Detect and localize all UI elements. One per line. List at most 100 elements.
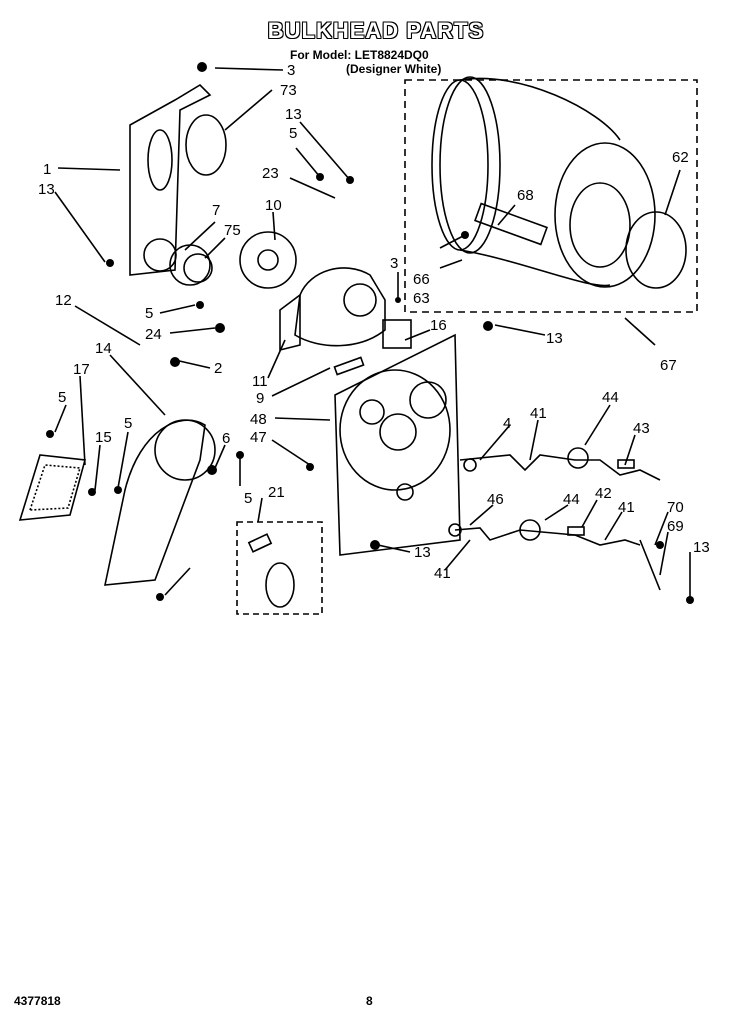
screw-3-b	[395, 297, 401, 303]
drum-group-box	[404, 79, 698, 313]
drum-seal-62	[625, 211, 687, 289]
callout: 10	[265, 197, 282, 214]
part-4	[463, 458, 477, 472]
motor-face	[343, 283, 377, 317]
lint-screen-mesh	[28, 464, 82, 511]
blower-seal-75	[183, 253, 213, 283]
callout: 73	[280, 82, 297, 99]
screw-5-f	[156, 593, 164, 601]
drum-baffle-68	[474, 202, 548, 246]
screw-70	[656, 541, 664, 549]
screw-13-a	[346, 176, 354, 184]
doc-number: 4377818	[14, 994, 61, 1008]
callout: 47	[250, 429, 267, 446]
callout: 66	[413, 271, 430, 288]
callout: 48	[250, 411, 267, 428]
screw-5-b	[196, 301, 204, 309]
screw-3-top	[197, 62, 207, 72]
bulkhead-hole	[143, 238, 177, 272]
part-46	[448, 523, 462, 537]
wire-harness-upper	[459, 454, 661, 481]
callout: 11	[252, 373, 268, 390]
duct-9	[333, 356, 365, 376]
screw-13-b	[106, 259, 114, 267]
callout: 63	[413, 290, 430, 307]
callout: 44	[563, 491, 580, 508]
motor-mount	[279, 293, 301, 352]
kit-strap	[265, 562, 295, 608]
callout: 75	[224, 222, 241, 239]
bulkhead-panel-1	[129, 83, 212, 276]
callout: 70	[667, 499, 684, 516]
callout: 13	[693, 539, 710, 556]
callout: 5	[244, 490, 252, 507]
lint-screen-17	[18, 454, 87, 521]
part-24	[215, 323, 225, 333]
drum-rim-inner	[439, 76, 501, 254]
callout: 4	[503, 415, 511, 432]
callout: 5	[58, 389, 66, 406]
callout: 68	[517, 187, 534, 204]
drum-back	[554, 142, 656, 288]
screw-13-c	[483, 321, 493, 331]
callout: 13	[38, 181, 55, 198]
callout: 13	[285, 106, 302, 123]
callout: 12	[55, 292, 72, 309]
callout: 5	[124, 415, 132, 432]
callout: 43	[633, 420, 650, 437]
drum-opening	[569, 182, 631, 268]
screw-15	[88, 488, 96, 496]
bulkhead-slot	[147, 129, 173, 191]
screw-13-e	[686, 596, 694, 604]
seal-73	[185, 114, 227, 176]
screw-2	[170, 357, 180, 367]
blower-hub	[257, 249, 279, 271]
part-42	[567, 526, 585, 536]
fasteners	[46, 62, 694, 604]
callout: 67	[660, 357, 677, 374]
callout: 62	[672, 149, 689, 166]
sensor-44-upper	[567, 447, 589, 469]
bulkhead-ring	[339, 369, 451, 491]
lint-grille	[154, 419, 216, 481]
bulkhead-grill	[409, 381, 447, 419]
callout: 7	[212, 202, 220, 219]
bracket-69	[639, 539, 661, 591]
callout: 3	[287, 62, 295, 79]
callout: 41	[618, 499, 635, 516]
kit-part	[247, 533, 273, 553]
wire-harness-lower	[454, 527, 641, 546]
callout: 13	[546, 330, 563, 347]
model-line: For Model: LET8824DQ0	[290, 48, 429, 62]
part-47	[306, 463, 314, 471]
blower-wheel-10	[239, 231, 297, 289]
callout: 24	[145, 326, 162, 343]
bulkhead-port	[359, 399, 385, 425]
callout: 23	[262, 165, 279, 182]
page-title: BULKHEAD PARTS	[267, 18, 485, 43]
callout: 14	[95, 340, 112, 357]
callout: 13	[414, 544, 431, 561]
callout: 44	[602, 389, 619, 406]
screw-13-d	[370, 540, 380, 550]
callout: 21	[268, 484, 285, 501]
kit-21-box	[236, 521, 323, 615]
callout: 9	[256, 390, 264, 407]
callout: 5	[145, 305, 153, 322]
callout: 17	[73, 361, 90, 378]
callout: 2	[214, 360, 222, 377]
motor-housing-11	[294, 267, 386, 347]
screw-66	[461, 231, 469, 239]
screw-5-e	[236, 451, 244, 459]
screw-5-d	[114, 486, 122, 494]
callout: 5	[289, 125, 297, 142]
screw-5-c	[46, 430, 54, 438]
label-16	[382, 319, 412, 349]
page-number: 8	[366, 994, 373, 1008]
callout: 16	[430, 317, 447, 334]
color-line: (Designer White)	[346, 62, 442, 76]
callout: 41	[530, 405, 547, 422]
callout: 41	[434, 565, 451, 582]
callout: 6	[222, 430, 230, 447]
